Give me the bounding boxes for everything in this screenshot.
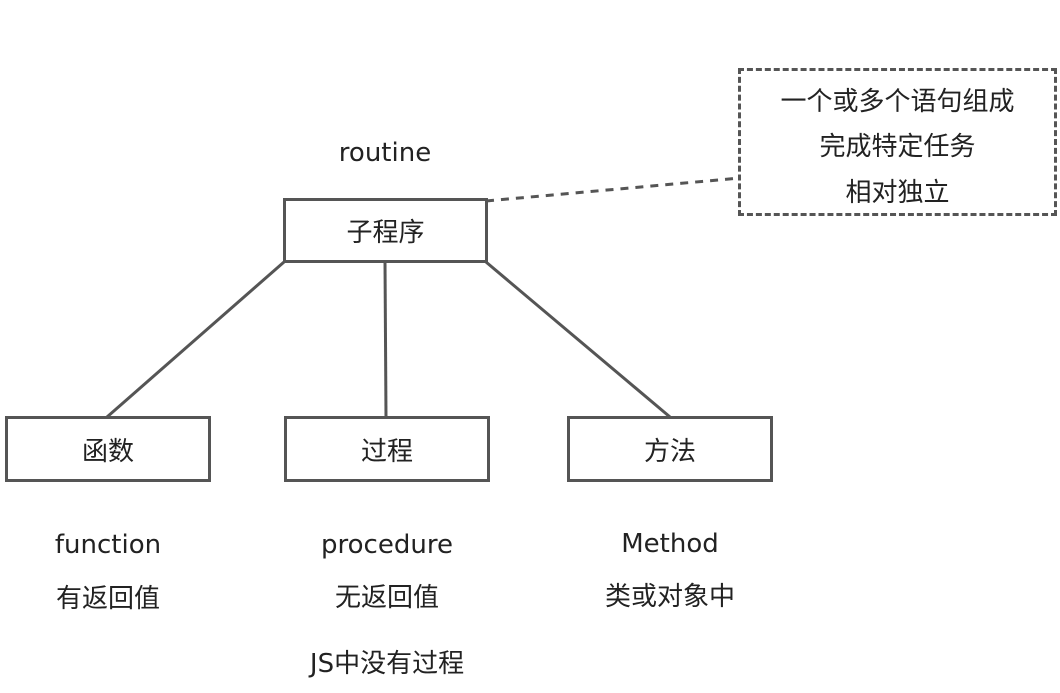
method-desc-label: 类或对象中 xyxy=(604,582,735,612)
child-node-procedure: 过程 xyxy=(284,416,490,482)
note-line-1: 一个或多个语句组成 xyxy=(780,87,1015,117)
note-line-2: 完成特定任务 xyxy=(819,132,976,162)
function-desc-label: 有返回值 xyxy=(55,584,160,614)
edge-root-to-procedure xyxy=(383,261,388,418)
child-node-method-label: 方法 xyxy=(643,436,696,467)
edge-root-to-function xyxy=(106,260,285,419)
note-box: 一个或多个语句组成 完成特定任务 相对独立 xyxy=(738,68,1057,216)
edge-root-to-note xyxy=(485,176,741,203)
child-node-procedure-label: 过程 xyxy=(360,436,413,467)
procedure-desc-label: 无返回值 xyxy=(334,583,439,613)
child-node-function-label: 函数 xyxy=(81,436,134,467)
edge-root-to-method xyxy=(485,260,671,419)
procedure-extra-label: JS中没有过程 xyxy=(309,649,465,679)
root-node-subroutine: 子程序 xyxy=(283,198,488,263)
child-node-function: 函数 xyxy=(5,416,211,482)
root-node-label: 子程序 xyxy=(346,218,425,248)
root-english-label: routine xyxy=(338,138,432,168)
procedure-english-label: procedure xyxy=(321,530,453,560)
note-line-3: 相对独立 xyxy=(845,178,950,208)
child-node-method: 方法 xyxy=(567,416,773,482)
function-english-label: function xyxy=(54,530,162,560)
method-english-label: Method xyxy=(621,529,719,559)
